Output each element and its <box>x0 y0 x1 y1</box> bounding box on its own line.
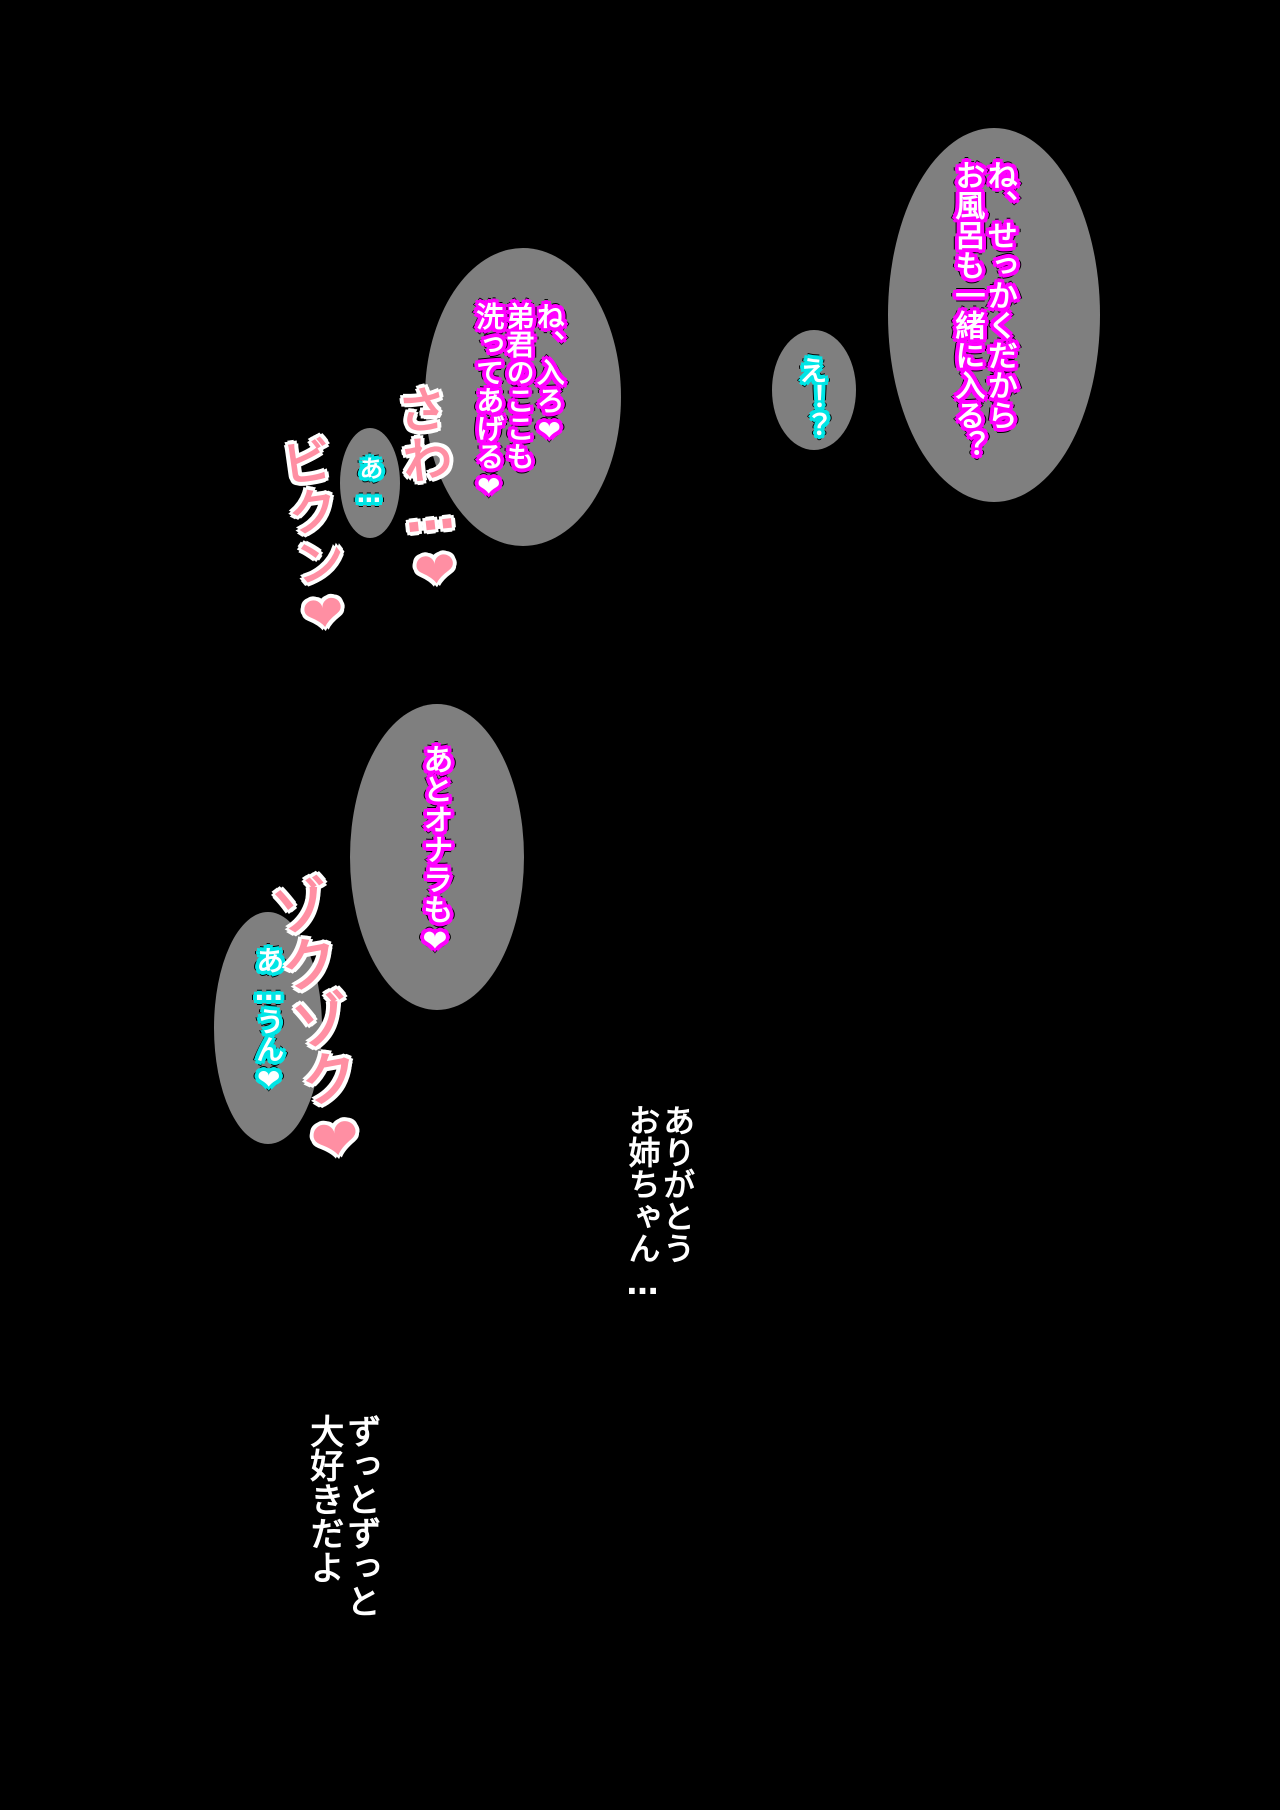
bubble-6-text: あ…うん❤ <box>252 946 286 1096</box>
bubble-5-text: あとオナラも❤ <box>417 744 453 959</box>
speech-bubble-3 <box>425 248 621 546</box>
bubble-4-text: あ… <box>354 456 383 508</box>
bubble-3-text: ね、入ろ❤ 弟君のここも 洗ってあげる❤ <box>472 302 566 503</box>
bubble-2-text: え！？ <box>795 356 829 440</box>
speech-bubble-5 <box>350 704 524 1010</box>
bubble-1-text: ね、せっかくだから お風呂も一緒に入る？ <box>949 160 1017 460</box>
narration-1: ありがとう お姉ちゃん… <box>623 1104 697 1302</box>
speech-bubble-1 <box>888 128 1100 502</box>
speech-bubble-2 <box>772 330 856 450</box>
speech-bubble-4 <box>340 428 400 538</box>
speech-bubble-6 <box>214 912 322 1144</box>
narration-2: ずっとずっと 大好きだよ <box>303 1414 381 1618</box>
